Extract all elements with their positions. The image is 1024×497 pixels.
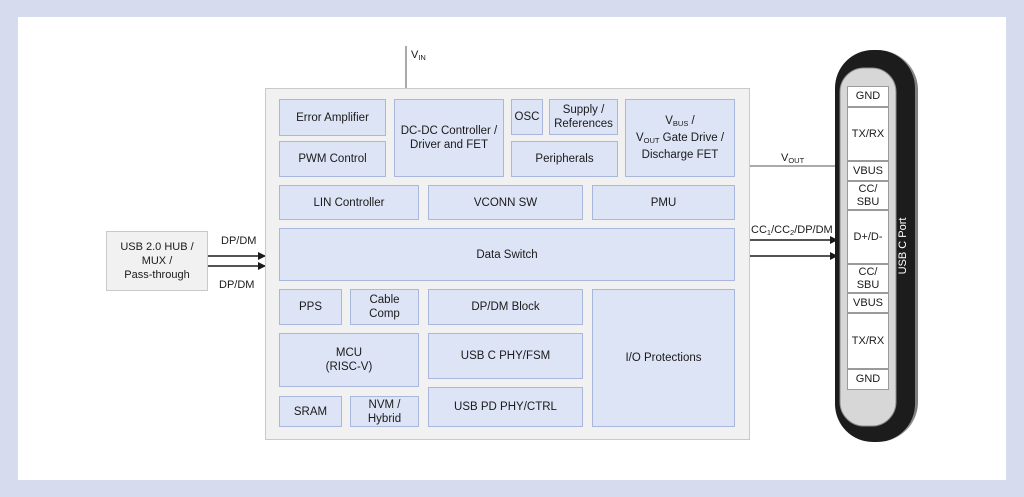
block-lin-controller: LIN Controller bbox=[279, 185, 419, 220]
block-io-protections: I/O Protections bbox=[592, 289, 735, 427]
dpdm-label-top: DP/DM bbox=[221, 235, 257, 247]
block-data-switch: Data Switch bbox=[279, 228, 735, 281]
block-dcdc-controller: DC-DC Controller / Driver and FET bbox=[394, 99, 504, 177]
block-dpdm: DP/DM Block bbox=[428, 289, 583, 325]
block-sram: SRAM bbox=[279, 396, 342, 427]
block-error-amplifier: Error Amplifier bbox=[279, 99, 386, 136]
block-pps: PPS bbox=[279, 289, 342, 325]
pin-txrx-bottom: TX/RX bbox=[847, 313, 889, 369]
vin-label: VIN bbox=[411, 49, 426, 62]
block-vbus-drive: VBUS / VOUT Gate Drive / Discharge FET bbox=[625, 99, 735, 177]
block-peripherals: Peripherals bbox=[511, 141, 618, 177]
usb-hub-box: USB 2.0 HUB / MUX / Pass-through bbox=[106, 231, 208, 291]
block-nvm: NVM / Hybrid bbox=[350, 396, 419, 427]
pin-dp-dm: D+/D- bbox=[847, 210, 889, 264]
pin-vbus-top: VBUS bbox=[847, 161, 889, 181]
block-pmu: PMU bbox=[592, 185, 735, 220]
usb-c-port-label: USB C Port bbox=[897, 217, 909, 275]
pin-vbus-bottom: VBUS bbox=[847, 293, 889, 313]
dpdm-label-bottom: DP/DM bbox=[219, 279, 255, 291]
block-usbpd-phy: USB PD PHY/CTRL bbox=[428, 387, 583, 427]
vout-label: VOUT bbox=[781, 152, 805, 165]
block-pwm-control: PWM Control bbox=[279, 141, 386, 177]
block-supply-references: Supply / References bbox=[549, 99, 618, 135]
block-osc: OSC bbox=[511, 99, 543, 135]
block-cable-comp: Cable Comp bbox=[350, 289, 419, 325]
pin-gnd-top: GND bbox=[847, 86, 889, 107]
pin-cc-sbu-bottom: CC/ SBU bbox=[847, 264, 889, 293]
block-mcu: MCU (RISC-V) bbox=[279, 333, 419, 387]
cc-dpdm-label: CC1/CC2/DP/DM bbox=[751, 224, 833, 237]
block-usbc-phy: USB C PHY/FSM bbox=[428, 333, 583, 379]
pin-txrx-top: TX/RX bbox=[847, 107, 889, 161]
pin-cc-sbu-top: CC/ SBU bbox=[847, 181, 889, 210]
pin-gnd-bottom: GND bbox=[847, 369, 889, 390]
block-vconn-sw: VCONN SW bbox=[428, 185, 583, 220]
